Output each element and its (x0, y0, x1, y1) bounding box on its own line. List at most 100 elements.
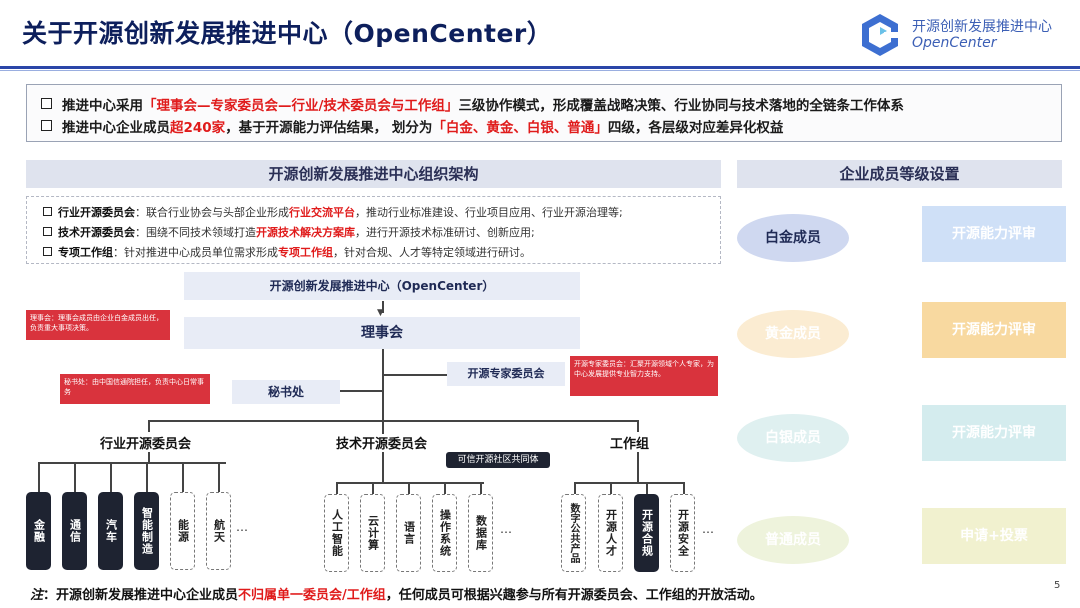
note-highlight: 不归属单一委员会/工作组 (238, 588, 386, 603)
industry-committee-label: 行业开源委员会 (100, 437, 192, 452)
tech-item: 数据库 (468, 494, 493, 572)
connector (408, 482, 410, 494)
ellipsis: … (236, 520, 248, 534)
square-bullet-icon (43, 207, 52, 216)
connector (444, 482, 446, 494)
tier-gold-right: 开源能力评审 (922, 302, 1066, 358)
note-label: 注 (30, 588, 44, 603)
rule-highlight: 专项工作组 (278, 246, 333, 259)
rule-text: ：围绕不同技术领域打造 (135, 226, 256, 239)
connector (218, 462, 220, 492)
square-bullet-icon (43, 247, 52, 256)
intro-text: 推进中心采用 (62, 98, 143, 114)
intro-text: 推进中心企业成员 (62, 120, 170, 136)
connector (574, 482, 684, 484)
connector (182, 462, 184, 492)
trusted-community-badge: 可信开源社区共同体 (446, 452, 550, 468)
workgroup-item: 数字公共产品 (561, 494, 586, 572)
rule-text: ：针对推进中心成员单位需求形成 (113, 246, 278, 259)
ellipsis: … (702, 522, 714, 536)
board-note: 理事会：理事会成员由企业白金成员出任，负责重大事项决策。 (26, 310, 170, 340)
intro-text: ，基于开源能力评估结果， 划分为 (225, 120, 433, 136)
connector (38, 462, 226, 464)
intro-text: 四级，各层级对应差异化权益 (607, 120, 784, 136)
logo-text-en: OpenCenter (912, 35, 997, 51)
intro-line-2: 推进中心企业成员超240家，基于开源能力评估结果， 划分为「白金、黄金、白银、普… (41, 116, 783, 136)
rule-title: 技术开源委员会 (58, 226, 135, 239)
industry-item: 通信 (62, 492, 87, 570)
rule-title: 专项工作组 (58, 246, 113, 259)
rule-text: ：联合行业协会与头部企业形成 (135, 206, 289, 219)
secretariat-note: 秘书处：由中国信通院担任，负责中心日常事务 (60, 374, 210, 404)
ellipsis: … (500, 522, 512, 536)
connector (646, 482, 648, 494)
connector (38, 462, 40, 492)
tier-section-heading: 企业成员等级设置 (737, 160, 1062, 188)
tier-platinum-right: 开源能力评审 (922, 206, 1066, 262)
rule-text: ，推动行业标准建设、行业项目应用、行业开源治理等; (355, 206, 623, 219)
arrow-down-icon: ▼ (377, 308, 384, 318)
connector (683, 482, 685, 494)
workgroup-item: 开源合规 (634, 494, 659, 572)
secretariat-node: 秘书处 (232, 380, 340, 404)
tech-item: 操作系统 (432, 494, 457, 572)
square-bullet-icon (41, 98, 52, 109)
rule-industry: 行业开源委员会：联合行业协会与头部企业形成行业交流平台，推动行业标准建设、行业项… (43, 204, 623, 220)
connector (336, 482, 484, 484)
connector (383, 374, 447, 376)
connector (148, 420, 150, 432)
note-text: ，任何成员可根据兴趣参与所有开源委员会、工作组的开放活动。 (385, 588, 763, 603)
connector (146, 462, 148, 492)
connector (148, 420, 638, 422)
connector (382, 349, 384, 434)
intro-highlight: 「理事会—专家委员会—行业/技术委员会与工作组」 (143, 98, 459, 114)
rule-tech: 技术开源委员会：围绕不同技术领域打造开源技术解决方案库，进行开源技术标准研讨、创… (43, 224, 535, 240)
rule-workgroup: 专项工作组：针对推进中心成员单位需求形成专项工作组，针对合规、人才等特定领域进行… (43, 244, 531, 260)
logo-text-cn: 开源创新发展推进中心 (912, 19, 1052, 35)
tech-item: 云计算 (360, 494, 385, 572)
industry-item: 航天 (206, 492, 231, 570)
tier-silver-right: 开源能力评审 (922, 405, 1066, 461)
committee-descriptions: 行业开源委员会：联合行业协会与头部企业形成行业交流平台，推动行业标准建设、行业项… (26, 196, 721, 264)
tier-regular-right: 申请+投票 (922, 508, 1066, 564)
industry-item: 智能制造 (134, 492, 159, 570)
header-divider (0, 66, 1080, 69)
tier-gold: 黄金成员 (737, 310, 849, 358)
note-text: ：开源创新发展推进中心企业成员 (43, 588, 239, 603)
connector (382, 452, 384, 482)
intro-text: 三级协作模式，形成覆盖战略决策、行业协同与技术落地的全链条工作体系 (458, 98, 904, 114)
workgroup-item: 开源人才 (598, 494, 623, 572)
tech-item: 语言 (396, 494, 421, 572)
connector (637, 420, 639, 432)
connector (336, 482, 338, 494)
intro-highlight: 「白金、黄金、白银、普通」 (432, 120, 608, 136)
intro-line-1: 推进中心采用「理事会—专家委员会—行业/技术委员会与工作组」三级协作模式，形成覆… (41, 94, 904, 114)
tier-regular: 普通成员 (737, 516, 849, 564)
connector (340, 390, 382, 392)
rule-text: ，针对合规、人才等特定领域进行研讨。 (333, 246, 531, 259)
tier-silver: 白银成员 (737, 414, 849, 462)
workgroup-label: 工作组 (610, 437, 650, 452)
connector (110, 462, 112, 492)
org-section-heading: 开源创新发展推进中心组织架构 (26, 160, 721, 188)
connector (610, 482, 612, 494)
connector (382, 301, 384, 313)
rule-highlight: 行业交流平台 (289, 206, 355, 219)
workgroup-item: 开源安全 (670, 494, 695, 572)
intro-box: 推进中心采用「理事会—专家委员会—行业/技术委员会与工作组」三级协作模式，形成覆… (26, 84, 1062, 142)
square-bullet-icon (41, 120, 52, 131)
connector (74, 462, 76, 492)
board-node: 理事会 (184, 317, 580, 349)
page-number: 5 (1054, 580, 1061, 591)
intro-highlight: 超240家 (170, 120, 226, 136)
header-divider-thin (0, 70, 1080, 71)
tier-platinum: 白金成员 (737, 214, 849, 262)
experts-node: 开源专家委员会 (447, 362, 565, 386)
page-title: 关于开源创新发展推进中心（OpenCenter） (22, 19, 553, 48)
opencenter-logo (858, 12, 902, 58)
industry-item: 汽车 (98, 492, 123, 570)
connector (480, 482, 482, 494)
connector (637, 452, 639, 482)
footer-note: 注：开源创新发展推进中心企业成员不归属单一委员会/工作组，任何成员可根据兴趣参与… (30, 584, 763, 603)
tech-item: 人工智能 (324, 494, 349, 572)
